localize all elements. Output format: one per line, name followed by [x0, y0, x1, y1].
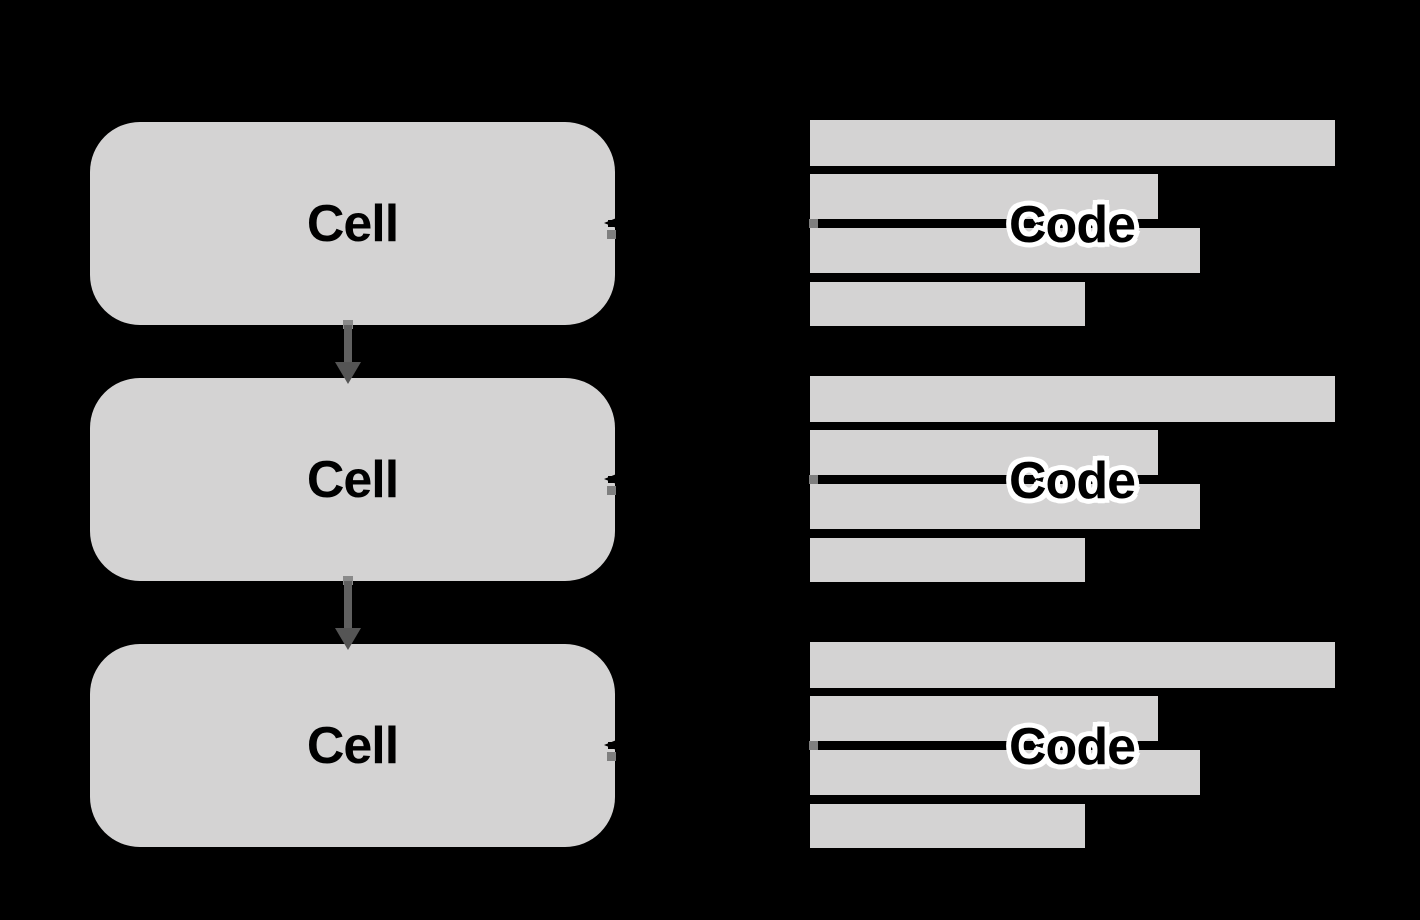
code-label-text: Code: [1009, 452, 1136, 510]
code-line-bar: [810, 696, 1158, 741]
arrow-start-marker: [343, 320, 353, 329]
cell-node-1: Cell: [90, 122, 615, 325]
cell-node-2: Cell: [90, 378, 615, 581]
arrow-down-icon: [335, 362, 361, 384]
code-label-2: Code Code: [1005, 451, 1141, 512]
code-line-bar: [810, 538, 1085, 582]
code-node-2: [810, 376, 1337, 586]
arrow-end-marker: [607, 230, 616, 239]
arrow-start-marker: [809, 219, 818, 228]
arrow-end-marker: [607, 752, 616, 761]
arrow-shaft: [608, 220, 1180, 227]
code-line-bar: [810, 750, 1200, 795]
code-line-bar: [810, 228, 1200, 273]
code-node-3: [810, 642, 1337, 852]
code-label-text: Code: [1009, 196, 1136, 254]
code-line-bar: [810, 430, 1158, 475]
code-label-halo: Code: [1005, 195, 1141, 256]
code-label-3: Code Code: [1005, 717, 1141, 778]
cell-label-2: Cell: [306, 450, 399, 509]
arrow-end-marker: [607, 486, 616, 495]
arrow-shaft: [344, 581, 352, 629]
arrow-start-marker: [809, 741, 818, 750]
code-line-bar: [810, 804, 1085, 848]
code-line-bar: [810, 282, 1085, 326]
code-line-bar: [810, 642, 1335, 688]
arrow-down-icon: [335, 628, 361, 650]
code-node-1: [810, 120, 1337, 330]
arrow-shaft: [344, 325, 352, 363]
arrow-shaft: [608, 742, 1180, 749]
arrow-start-marker: [343, 576, 353, 585]
arrow-start-marker: [809, 475, 818, 484]
code-label-text: Code: [1009, 718, 1136, 776]
cell-label-3: Cell: [306, 716, 399, 775]
code-label-halo: Code: [1005, 451, 1141, 512]
code-label-halo: Code: [1005, 717, 1141, 778]
code-label-1: Code Code: [1005, 195, 1141, 256]
code-line-bar: [810, 174, 1158, 219]
code-line-bar: [810, 484, 1200, 529]
arrow-shaft: [608, 476, 1180, 483]
cell-label-1: Cell: [306, 194, 399, 253]
code-line-bar: [810, 120, 1335, 166]
code-line-bar: [810, 376, 1335, 422]
cell-node-3: Cell: [90, 644, 615, 847]
